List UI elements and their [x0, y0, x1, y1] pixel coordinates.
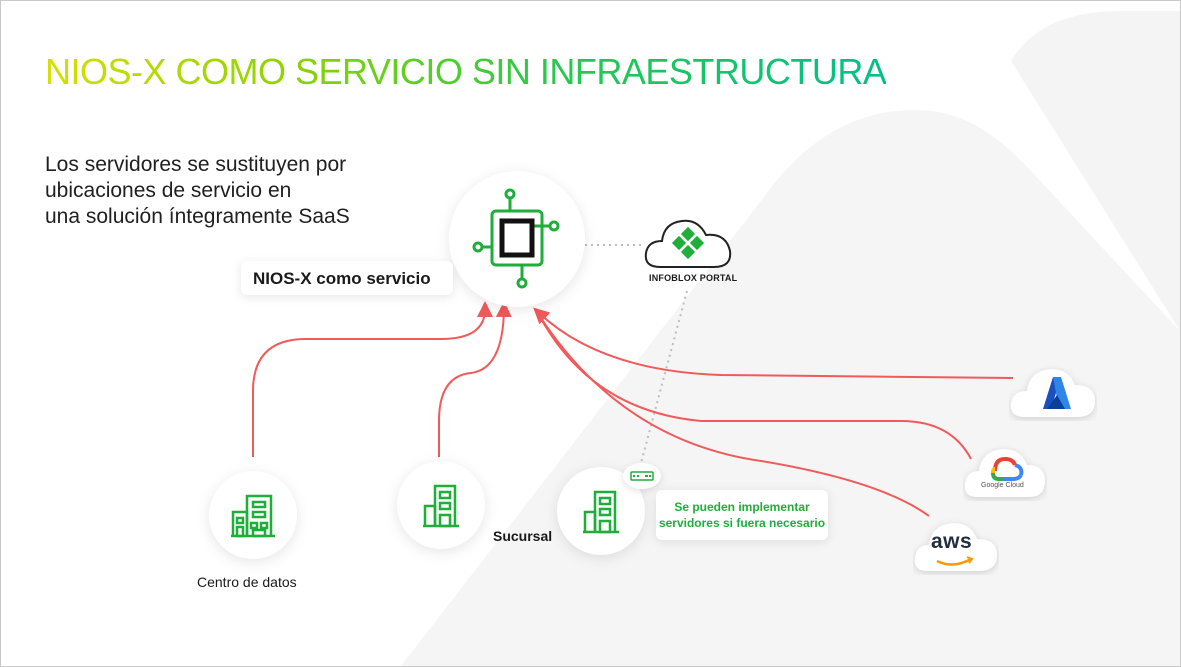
google-link — [538, 314, 972, 460]
page-title: NIOS-X COMO SERVICIO SIN INFRAESTRUCTURA — [45, 51, 887, 92]
note-line-1: Se pueden implementar — [674, 500, 810, 514]
azure-cloud — [1010, 369, 1095, 417]
azure-link — [533, 307, 1014, 379]
infoblox-portal-cloud — [644, 219, 732, 268]
google-cloud — [964, 449, 1045, 497]
subtitle-line-2: ubicaciones de servicio en — [45, 179, 292, 202]
datacenter-circle — [209, 471, 297, 559]
note-line-2: servidores si fuera necesario — [658, 516, 826, 530]
subtitle-line-1: Los servidores se sustituyen por — [45, 153, 347, 176]
appliance-badge — [623, 463, 661, 489]
aws-link — [538, 314, 930, 517]
aws-logo: aws — [931, 530, 973, 553]
building-icon — [231, 494, 275, 538]
aws-cloud — [914, 523, 997, 571]
building-icon — [423, 484, 459, 528]
building-icon — [583, 490, 619, 534]
azure-logo-icon — [1043, 377, 1071, 409]
aws-smile-icon — [936, 557, 972, 566]
device-link — [640, 290, 688, 464]
branch-link — [438, 301, 512, 457]
google-cloud-label: Google Cloud — [981, 482, 1024, 489]
datacenter-link — [252, 301, 493, 457]
google-cloud-logo-icon — [991, 456, 1024, 481]
hub-label: NIOS-X como servicio — [253, 269, 431, 288]
datacenter-label: Centro de datos — [197, 574, 297, 590]
hub-label-pill — [241, 261, 453, 295]
appliance-icon — [630, 471, 654, 481]
subtitle: Los servidores se sustituyen por ubicaci… — [45, 152, 405, 230]
branch-circle-1 — [397, 461, 485, 549]
hub-circle — [449, 171, 585, 307]
chip-icon — [472, 188, 560, 289]
note-box: Se pueden implementar servidores si fuer… — [656, 490, 828, 540]
portal-label: INFOBLOX PORTAL — [649, 273, 738, 283]
branch-label: Sucursal — [493, 528, 553, 544]
subtitle-line-3: una solución íntegramente SaaS — [45, 205, 350, 228]
